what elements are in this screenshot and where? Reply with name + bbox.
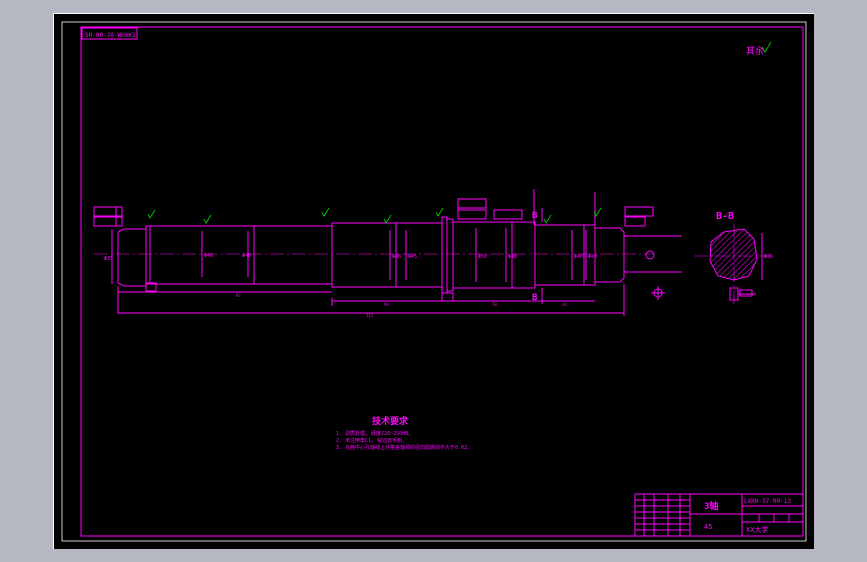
tech-req-title: 技术要求 <box>372 415 409 427</box>
part-name: 3轴 <box>704 500 718 512</box>
roughness-marks <box>147 207 602 224</box>
section-plane-b: B B <box>532 208 543 304</box>
drawing-sheet[interactable]: SH-00-J0-WHXK1 其余 <box>53 13 814 549</box>
svg-text:Φ45: Φ45 <box>408 254 417 260</box>
svg-text:Φ48: Φ48 <box>392 254 401 260</box>
drawing-no-text: SH-00-J0-WHXK1 <box>85 32 136 39</box>
tolerance-frames <box>93 189 654 228</box>
section-b-b: B-B Φ36 <box>694 211 773 304</box>
tech-req-item-1: 1. 调质处理, 硬度220~250HB。 <box>336 430 413 437</box>
section-letter-bottom: B <box>532 293 538 303</box>
drawing-no-box <box>81 27 138 40</box>
roughness-icon <box>761 41 772 53</box>
svg-text:Φ36: Φ36 <box>764 254 773 260</box>
diameter-dimensions: Φ35 Φ40 Φ40 Φ48 Φ45 Φ50 Φ48 Φ40 Φ40 <box>104 228 597 284</box>
school-name: XX大学 <box>746 525 768 534</box>
end-view <box>624 235 682 300</box>
length-dimensions: 87 98 70 34 315 <box>117 282 625 318</box>
material: 45 <box>704 523 712 531</box>
inner-frame <box>80 26 804 537</box>
svg-text:Φ40: Φ40 <box>588 254 597 260</box>
cad-drawing: SH-00-J0-WHXK1 其余 <box>61 21 807 542</box>
outer-frame <box>61 21 807 542</box>
svg-text:Φ50: Φ50 <box>478 254 487 260</box>
title-block: 3轴 45 LXKH-37-00-13 XX大学 <box>634 493 804 537</box>
section-title: B-B <box>716 211 734 222</box>
drawing-code: LXKH-37-00-13 <box>744 498 791 505</box>
svg-text:87: 87 <box>236 293 241 298</box>
shaft-outline <box>117 216 625 294</box>
svg-text:Φ40: Φ40 <box>204 253 213 259</box>
tech-requirements: 技术要求 1. 调质处理, 硬度220~250HB。 2. 未注倒角C1, 锐边… <box>336 415 472 451</box>
svg-text:315: 315 <box>366 313 374 318</box>
svg-text:34: 34 <box>562 302 567 307</box>
svg-text:98: 98 <box>384 302 389 307</box>
section-letter-top: B <box>532 211 538 221</box>
tech-req-item-2: 2. 未注倒角C1, 锐边去毛刺。 <box>336 437 407 444</box>
svg-text:70: 70 <box>492 302 497 307</box>
svg-text:Φ35: Φ35 <box>104 256 113 262</box>
svg-text:Φ48: Φ48 <box>508 254 517 260</box>
svg-text:Φ40: Φ40 <box>574 254 583 260</box>
tech-req-item-3: 3. 在两中心孔轴线上测量各轴颈的径向圆跳动不大于0.02。 <box>336 444 472 451</box>
corner-roughness-label: 其余 <box>746 45 764 57</box>
svg-text:Φ40: Φ40 <box>242 253 251 259</box>
